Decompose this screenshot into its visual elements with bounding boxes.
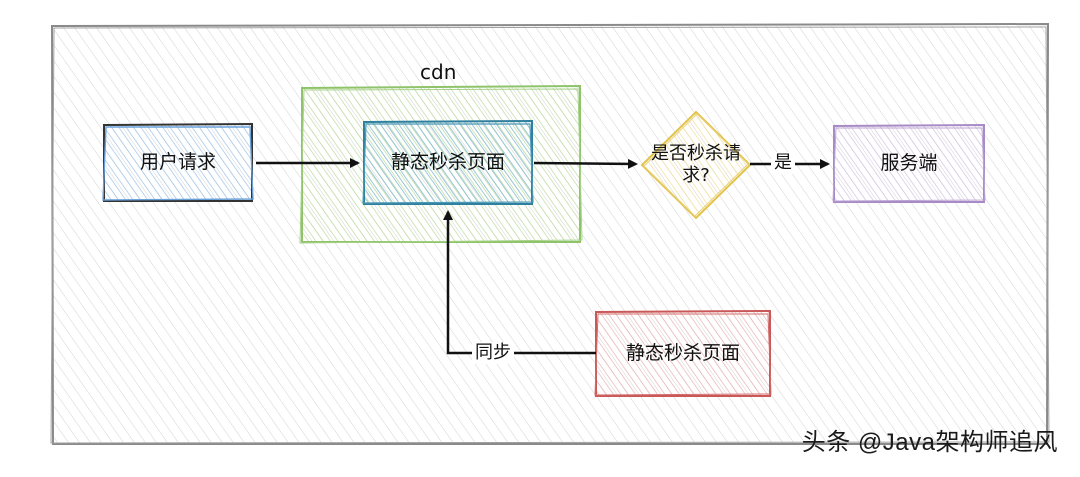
arrow-origin-sync-to-cdn-page	[443, 210, 596, 355]
cdn-group-label: cdn	[420, 60, 457, 84]
watermark: 头条 @Java架构师追风	[801, 429, 1058, 456]
static-page-cdn-node	[362, 119, 534, 205]
static-page-origin-node	[594, 309, 772, 397]
decision-label: 是否秒杀请求?	[651, 142, 741, 187]
static-page-cdn-label: 静态秒杀页面	[390, 151, 505, 174]
decision-node	[640, 110, 752, 220]
server-label: 服务端	[880, 152, 938, 175]
arrow-cdn-page-to-decision	[533, 158, 638, 169]
user-request-node	[102, 122, 254, 202]
static-page-origin-label: 静态秒杀页面	[625, 342, 740, 365]
edge-label-sync: 同步	[472, 342, 514, 364]
server-node	[832, 123, 986, 203]
edge-label-yes: 是	[771, 152, 795, 174]
user-request-label: 用户请求	[139, 151, 216, 174]
